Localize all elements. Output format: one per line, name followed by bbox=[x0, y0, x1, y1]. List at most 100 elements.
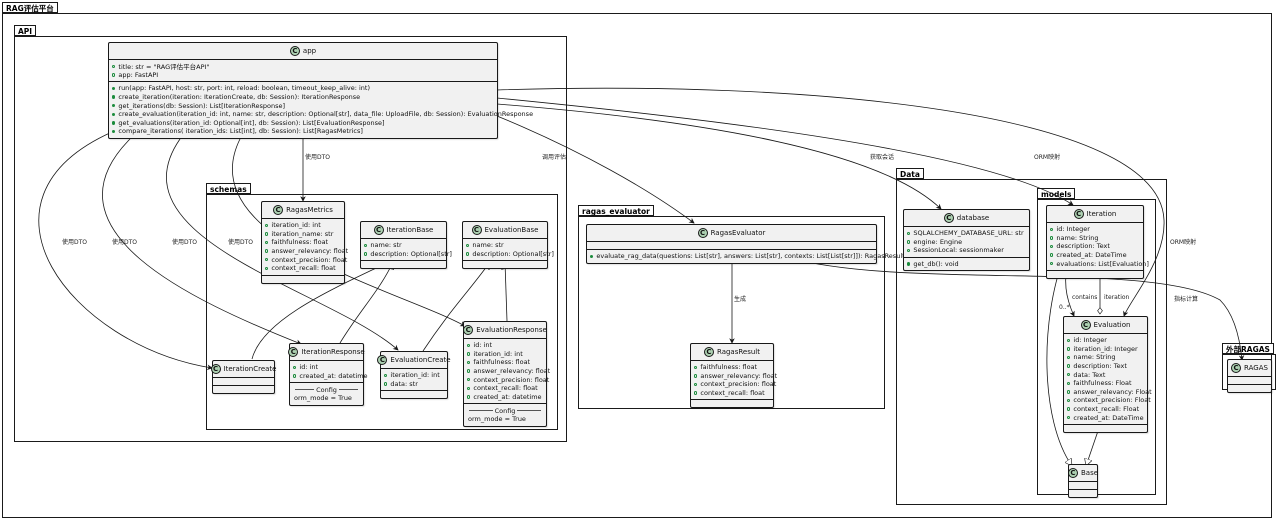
class-type-icon: C bbox=[210, 364, 221, 374]
class-field: name: str bbox=[364, 241, 443, 250]
class-name: RagasResult bbox=[716, 348, 760, 356]
public-visibility-icon bbox=[293, 374, 297, 378]
field-text: description: Text bbox=[1056, 242, 1110, 251]
field-text: iteration_id: int bbox=[473, 349, 523, 358]
field-text: evaluations: List[Evaluation] bbox=[1056, 259, 1149, 268]
class-field: description: Optional[str] bbox=[466, 250, 554, 259]
field-text: engine: Engine bbox=[913, 237, 963, 246]
edge-label: 指标计算 bbox=[1174, 296, 1199, 303]
class-field: context_precision: float bbox=[467, 375, 549, 384]
class-field: answer_relevancy: float bbox=[467, 367, 550, 376]
class-methods bbox=[463, 261, 547, 268]
public-visibility-icon bbox=[694, 365, 698, 369]
public-visibility-icon bbox=[293, 365, 297, 369]
class-method: evaluate_rag_data(questions: List[str], … bbox=[590, 252, 905, 261]
class-field: context_recall: float bbox=[467, 384, 543, 393]
public-visibility-icon bbox=[112, 112, 116, 116]
class-field: created_at: datetime bbox=[293, 372, 368, 381]
field-text: created_at: DateTime bbox=[1056, 251, 1127, 260]
field-text: context_precision: Float bbox=[1073, 396, 1151, 405]
class-field: context_recall: float bbox=[265, 264, 341, 273]
public-visibility-icon bbox=[112, 95, 116, 99]
method-text: create_iteration(iteration: IterationCre… bbox=[118, 93, 361, 102]
class-field: context_recall: Float bbox=[1067, 405, 1144, 414]
public-visibility-icon bbox=[112, 121, 116, 125]
class-method: run(app: FastAPI, host: str, port: int, … bbox=[112, 84, 494, 93]
class-field: created_at: DateTime bbox=[1067, 413, 1144, 422]
class-field: context_precision: Float bbox=[1067, 396, 1151, 405]
field-text: name: String bbox=[1056, 233, 1099, 242]
class-methods: evaluate_rag_data(questions: List[str], … bbox=[587, 250, 905, 263]
class-type-icon: C bbox=[1073, 209, 1084, 219]
public-visibility-icon bbox=[467, 377, 471, 382]
class-field: data: str bbox=[384, 380, 444, 389]
class-type-icon: C bbox=[943, 213, 954, 223]
field-text: context_precision: float bbox=[271, 255, 348, 264]
public-visibility-icon bbox=[364, 243, 368, 247]
package-label: models bbox=[1037, 188, 1076, 199]
class-field: id: Integer bbox=[1050, 225, 1140, 234]
class-methods bbox=[213, 386, 274, 393]
class-name: RagasMetrics bbox=[286, 206, 333, 214]
class-name: Iteration bbox=[1086, 210, 1117, 218]
class-field: iteration_id: int bbox=[467, 350, 543, 359]
class-method: create_evaluation(iteration_id: int, nam… bbox=[112, 110, 533, 119]
public-visibility-icon bbox=[1050, 253, 1054, 257]
class-methods bbox=[381, 391, 447, 398]
class-name: Base bbox=[1080, 469, 1099, 477]
field-text: description: Text bbox=[1073, 362, 1127, 371]
field-text: app: FastAPI bbox=[118, 70, 159, 79]
class-type-icon: C bbox=[288, 347, 299, 357]
public-visibility-icon bbox=[907, 240, 911, 244]
class-methods bbox=[1069, 490, 1097, 497]
class-method: get_db(): void bbox=[907, 260, 1026, 269]
class-field: iteration_id: int bbox=[265, 221, 341, 230]
edge-label: 使用DTO bbox=[112, 239, 138, 246]
edge-label: ORM映射 bbox=[1034, 154, 1061, 161]
public-visibility-icon bbox=[265, 232, 269, 236]
edge-label: contains bbox=[1072, 294, 1098, 301]
edge-label: iteration bbox=[1104, 294, 1130, 301]
class-field: id: int bbox=[293, 363, 360, 372]
class-field: engine: Engine bbox=[907, 238, 1026, 247]
class-methods bbox=[262, 276, 344, 283]
class-field: iteration_id: Integer bbox=[1067, 345, 1144, 354]
config-label: Config bbox=[293, 385, 360, 394]
public-visibility-icon bbox=[1067, 338, 1071, 342]
field-text: name: str bbox=[370, 241, 402, 250]
class-field: iteration_id: int bbox=[384, 371, 444, 380]
public-visibility-icon bbox=[112, 86, 116, 91]
field-text: iteration_name: str bbox=[271, 229, 334, 238]
public-visibility-icon bbox=[1067, 407, 1071, 411]
public-visibility-icon bbox=[265, 223, 269, 227]
field-text: SessionLocal: sessionmaker bbox=[913, 246, 1004, 255]
field-text: iteration_id: int bbox=[271, 221, 321, 230]
class-type-icon: C bbox=[1080, 320, 1091, 330]
method-text: get_db(): void bbox=[913, 260, 959, 269]
field-text: description: Optional[str] bbox=[472, 249, 554, 258]
